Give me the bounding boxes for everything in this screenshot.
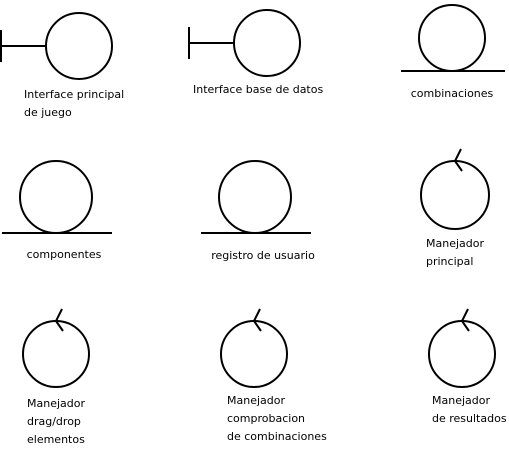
control-circle	[220, 320, 288, 388]
label-line: Manejador	[227, 394, 286, 407]
control-circle	[420, 160, 490, 230]
control-manejador-principal	[420, 148, 490, 230]
label-line: de combinaciones	[227, 430, 327, 443]
boundary-circle	[45, 12, 113, 80]
label-line: de resultados	[432, 412, 507, 425]
label-line: Manejador	[426, 237, 485, 250]
control-arrowhead	[460, 308, 470, 332]
label-line: Interface principal	[24, 88, 125, 101]
control-manejador-drag-drop	[22, 308, 90, 388]
control-arrowhead	[252, 308, 262, 332]
entity-circle	[19, 160, 93, 234]
label-line: registro de usuario	[211, 249, 315, 262]
label-componentes: componentes	[27, 246, 102, 264]
control-arrowhead	[453, 148, 463, 172]
entity-registro-usuario	[201, 160, 311, 234]
entity-circle	[218, 160, 292, 234]
label-line: comprobacion	[227, 412, 306, 425]
label-manejador-comprobacion: Manejador comprobacion de combinaciones	[227, 392, 327, 446]
control-circle	[22, 320, 90, 388]
label-manejador-principal: Manejador principal	[426, 235, 484, 271]
label-registro-usuario: registro de usuario	[211, 247, 315, 265]
label-line: principal	[426, 255, 474, 268]
control-arrowhead	[54, 308, 64, 332]
control-manejador-comprobacion	[220, 308, 288, 388]
label-manejador-drag-drop: Manejador drag/drop elementos	[27, 395, 85, 449]
label-line: de juego	[24, 106, 72, 119]
boundary-interface-principal	[0, 12, 113, 80]
entity-componentes	[2, 160, 112, 234]
label-interface-base-datos: Interface base de datos	[193, 81, 323, 99]
label-combinaciones: combinaciones	[411, 85, 494, 103]
control-manejador-resultados	[428, 308, 496, 388]
label-line: Interface base de datos	[193, 83, 324, 96]
label-line: combinaciones	[410, 87, 494, 100]
label-interface-principal: Interface principal de juego	[24, 86, 124, 122]
label-line: drag/drop	[27, 415, 81, 428]
label-line: componentes	[26, 248, 102, 261]
entity-circle	[418, 4, 486, 72]
label-line: Manejador	[27, 397, 86, 410]
entity-combinaciones	[401, 4, 505, 72]
control-circle	[428, 320, 496, 388]
label-line: elementos	[27, 433, 85, 446]
label-manejador-resultados: Manejador de resultados	[432, 392, 507, 428]
label-line: Manejador	[432, 394, 491, 407]
boundary-interface-base-datos	[188, 9, 301, 77]
boundary-circle	[233, 9, 301, 77]
